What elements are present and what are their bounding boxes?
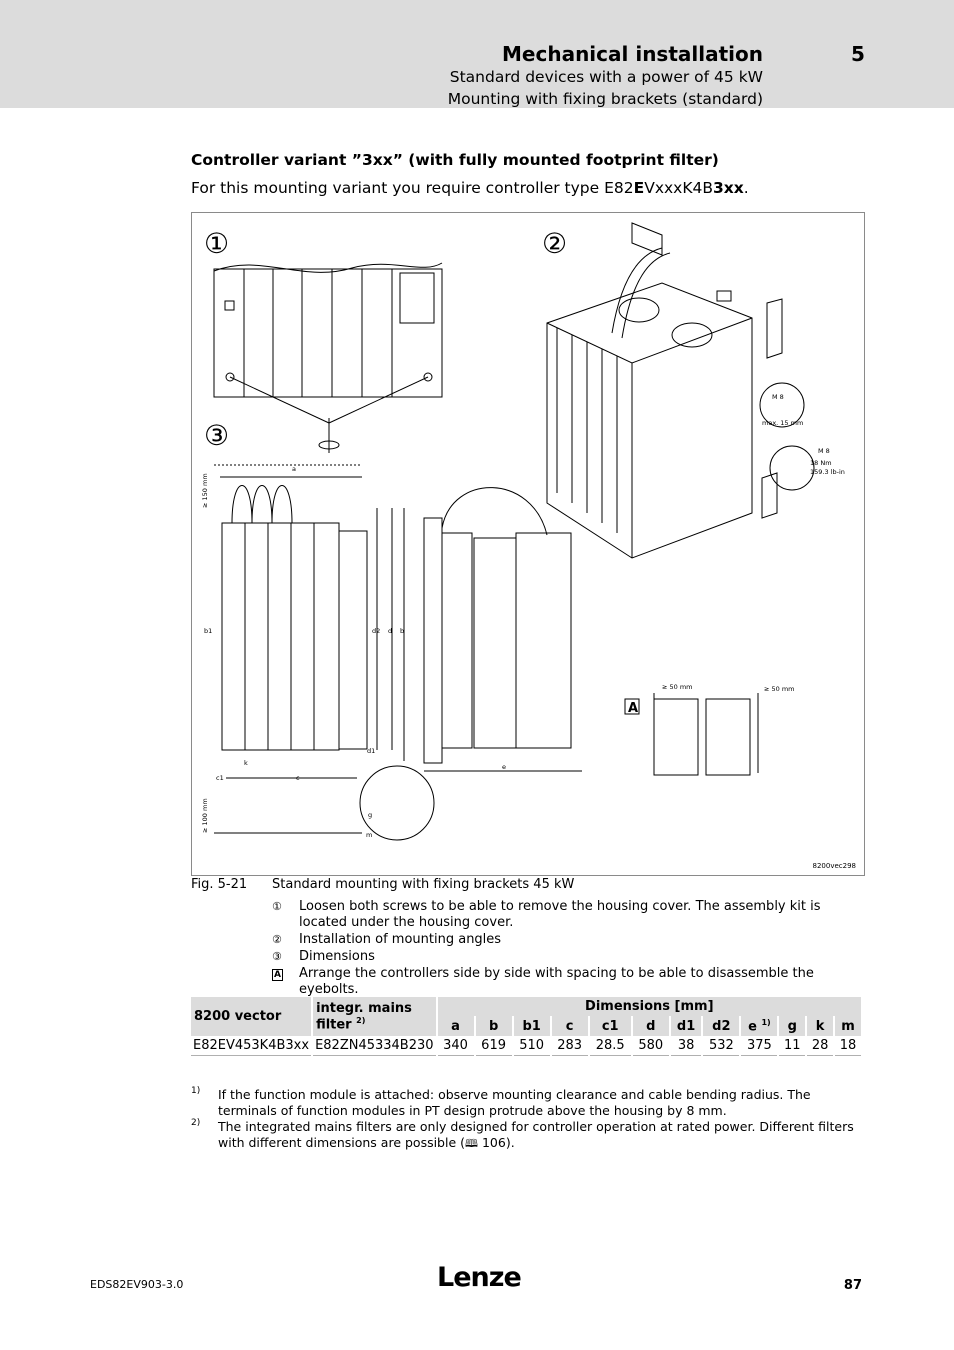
svg-text:c1: c1 bbox=[216, 774, 224, 782]
marker-1: ① bbox=[204, 227, 229, 260]
cover-top-edge bbox=[213, 262, 443, 273]
device-side-view bbox=[423, 517, 443, 764]
svg-text:≥ 100 mm: ≥ 100 mm bbox=[201, 798, 209, 833]
header-band bbox=[0, 0, 954, 108]
controller-1 bbox=[653, 698, 699, 776]
table-header: m bbox=[834, 1016, 863, 1037]
marker-A: A bbox=[628, 701, 638, 716]
device-front-view bbox=[221, 522, 340, 751]
table-header: b1 bbox=[512, 1016, 552, 1037]
table-header: a bbox=[436, 1016, 476, 1037]
svg-text:m: m bbox=[366, 831, 372, 839]
chapter-number: 5 bbox=[851, 42, 865, 66]
svg-text:18 Nm: 18 Nm bbox=[810, 459, 832, 467]
table-header: integr. mains filter 2) bbox=[312, 997, 438, 1037]
table-row: E82EV453K4B3xx E82ZN45334B230 340 619 51… bbox=[191, 1036, 863, 1057]
mounting-drawing: ① ② ③ a b b1 c c1 d d1 d2 e g k m ≥ 150 … bbox=[201, 222, 845, 841]
page-subtitle-1: Standard devices with a power of 45 kW bbox=[449, 68, 763, 86]
svg-text:M 8: M 8 bbox=[772, 393, 784, 401]
footnote-2: 2) The integrated mains filters are only… bbox=[191, 1118, 854, 1150]
table-header: e 1) bbox=[740, 1016, 780, 1037]
mounting-figure: ① ② ③ a b b1 c c1 d d1 d2 e g k m ≥ 150 … bbox=[191, 212, 865, 876]
svg-text:b1: b1 bbox=[204, 627, 212, 635]
book-icon: 🕮 bbox=[465, 1137, 478, 1150]
marker-2: ② bbox=[542, 227, 567, 260]
footnote-1: 1) If the function module is attached: o… bbox=[191, 1086, 811, 1118]
figure-code: 8200vec298 bbox=[812, 862, 856, 870]
document-id: EDS82EV903-3.0 bbox=[90, 1278, 184, 1291]
svg-text:d1: d1 bbox=[367, 747, 375, 755]
svg-text:b: b bbox=[400, 627, 404, 635]
svg-text:≥ 50 mm: ≥ 50 mm bbox=[662, 683, 693, 691]
page-number: 87 bbox=[843, 1278, 862, 1293]
table-header: k bbox=[806, 1016, 836, 1037]
svg-text:c: c bbox=[296, 774, 300, 782]
svg-text:≥ 150 mm: ≥ 150 mm bbox=[201, 473, 209, 508]
table-header: b bbox=[474, 1016, 514, 1037]
lenze-logo: Lenze bbox=[437, 1262, 522, 1293]
section-intro: For this mounting variant you require co… bbox=[191, 179, 749, 197]
svg-text:e: e bbox=[502, 763, 506, 771]
marker-3: ③ bbox=[204, 419, 229, 452]
table-header: d bbox=[631, 1016, 671, 1037]
svg-text:d: d bbox=[388, 627, 392, 635]
cover-body bbox=[213, 268, 443, 398]
svg-text:k: k bbox=[244, 759, 248, 767]
section-title: Controller variant ”3xx” (with fully mou… bbox=[191, 151, 719, 169]
table-header: c bbox=[550, 1016, 590, 1037]
table-header: c1 bbox=[588, 1016, 633, 1037]
svg-text:M 8: M 8 bbox=[818, 447, 830, 455]
svg-text:max. 15 mm: max. 15 mm bbox=[762, 419, 803, 427]
table-header: 8200 vector bbox=[191, 997, 314, 1037]
table-group-header: Dimensions [mm] bbox=[436, 997, 864, 1016]
table-header: d1 bbox=[669, 1016, 704, 1037]
device-3d-body bbox=[546, 282, 753, 559]
svg-text:a: a bbox=[292, 465, 296, 473]
svg-text:g: g bbox=[368, 811, 372, 819]
svg-text:d2: d2 bbox=[372, 627, 380, 635]
page-title: Mechanical installation bbox=[502, 42, 763, 66]
dimensions-table: 8200 vector integr. mains filter 2) Dime… bbox=[191, 997, 864, 1057]
svg-text:159.3 lb-in: 159.3 lb-in bbox=[810, 468, 845, 476]
svg-text:≥ 50 mm: ≥ 50 mm bbox=[764, 685, 795, 693]
table-header: d2 bbox=[702, 1016, 742, 1037]
table-header: g bbox=[778, 1016, 808, 1037]
page-subtitle-2: Mounting with fixing brackets (standard) bbox=[447, 90, 763, 108]
controller-2 bbox=[705, 698, 751, 776]
